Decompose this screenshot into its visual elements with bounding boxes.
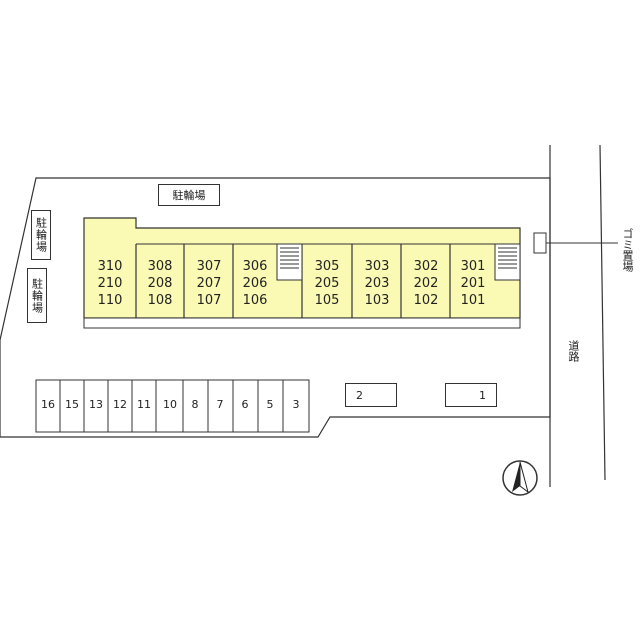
parking-stall-label: 15 [65, 398, 79, 411]
parking-stall-label: 10 [163, 398, 177, 411]
unit-number: 202 [413, 276, 439, 291]
unit-dividers [135, 244, 451, 318]
building-base [83, 317, 521, 329]
unit-number: 103 [364, 293, 390, 308]
unit-number: 105 [314, 293, 340, 308]
unit-number: 203 [364, 276, 390, 291]
unit-number: 303 [364, 259, 390, 274]
unit-column: 308 208 108 [138, 259, 182, 310]
unit-number: 307 [196, 259, 222, 274]
unit-number: 206 [242, 276, 268, 291]
unit-number: 102 [413, 293, 439, 308]
garbage-box [533, 232, 547, 254]
unit-number: 310 [97, 259, 123, 274]
unit-column: 303 203 103 [355, 259, 399, 310]
staircase-left [276, 243, 303, 281]
staircase-right [494, 243, 521, 281]
parking-stall-label: 5 [266, 398, 274, 411]
unit-number: 108 [147, 293, 173, 308]
bicycle-parking-top: 駐輪場 [158, 184, 220, 206]
parking-stall-label: 3 [292, 398, 300, 411]
parking-stall-label: 16 [41, 398, 55, 411]
unit-number: 207 [196, 276, 222, 291]
unit-number: 205 [314, 276, 340, 291]
unit-column: 302 202 102 [404, 259, 448, 310]
unit-number: 101 [460, 293, 486, 308]
parking-stall-label: 13 [89, 398, 103, 411]
unit-number: 308 [147, 259, 173, 274]
bicycle-parking-left-upper: 駐輪場 [31, 210, 51, 260]
unit-number: 208 [147, 276, 173, 291]
garbage-label: ゴミ置場 [621, 228, 634, 272]
north-arrow-icon [502, 460, 538, 496]
parking-stall-1: 1 [445, 383, 497, 407]
road-label: 道路 [567, 340, 580, 362]
parking-row [35, 379, 310, 433]
unit-column: 307 207 107 [187, 259, 231, 310]
unit-number: 301 [460, 259, 486, 274]
unit-number: 305 [314, 259, 340, 274]
unit-number: 110 [97, 293, 123, 308]
unit-number: 306 [242, 259, 268, 274]
parking-stall-label: 12 [113, 398, 127, 411]
parking-stall-label: 8 [191, 398, 199, 411]
unit-column: 305 205 105 [305, 259, 349, 310]
parking-stall-2: 2 [345, 383, 397, 407]
bicycle-parking-left-lower: 駐輪場 [27, 268, 47, 323]
unit-column: 310 210 110 [88, 259, 132, 310]
unit-column: 301 201 101 [451, 259, 495, 310]
unit-number: 107 [196, 293, 222, 308]
unit-column: 306 206 106 [233, 259, 277, 310]
parking-stall-label: 7 [216, 398, 224, 411]
unit-number: 106 [242, 293, 268, 308]
road-line-right [599, 144, 606, 481]
unit-number: 201 [460, 276, 486, 291]
parking-stall-label: 6 [241, 398, 249, 411]
parking-stall-label: 11 [137, 398, 151, 411]
unit-number: 302 [413, 259, 439, 274]
unit-number: 210 [97, 276, 123, 291]
